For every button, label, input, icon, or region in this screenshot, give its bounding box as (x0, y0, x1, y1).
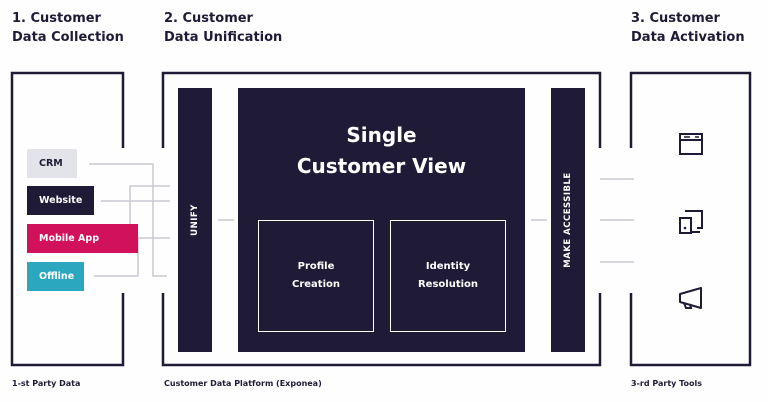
browser-window-icon (679, 133, 703, 155)
make-accessible-bar: MAKE ACCESSIBLE (551, 88, 585, 352)
footer-first-party: 1-st Party Data (12, 379, 81, 388)
source-crm: CRM (27, 149, 77, 178)
collection-frame (10, 71, 125, 367)
unification-frame (161, 71, 602, 367)
unify-bar: UNIFY (178, 88, 212, 352)
source-mobile-app: Mobile App (27, 224, 138, 253)
unify-label: UNIFY (190, 204, 200, 236)
megaphone-icon (679, 287, 702, 309)
make-accessible-label: MAKE ACCESSIBLE (563, 172, 573, 268)
source-offline: Offline (27, 262, 84, 291)
footer-cdp: Customer Data Platform (Exponea) (164, 379, 322, 388)
activation-frame (629, 71, 752, 367)
source-website: Website (27, 186, 94, 215)
footer-third-party: 3-rd Party Tools (631, 379, 703, 388)
devices-icon (679, 210, 703, 234)
